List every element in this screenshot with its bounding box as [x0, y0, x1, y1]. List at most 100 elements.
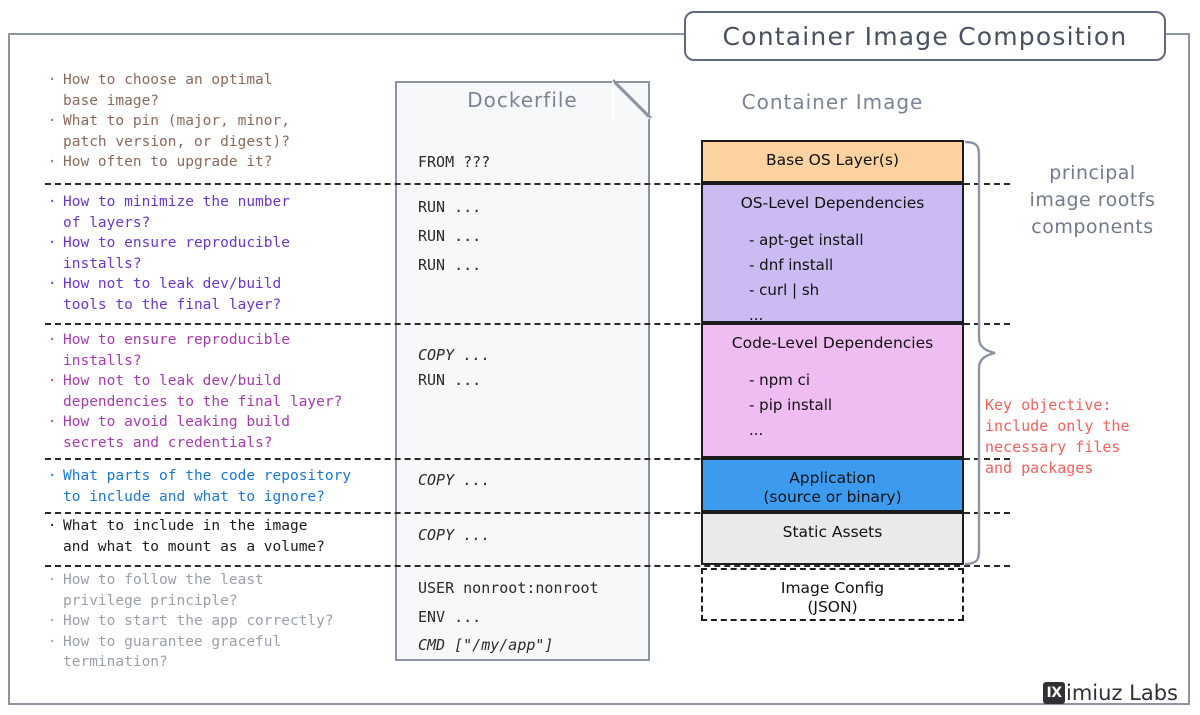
layer-subtitle: (source or binary) — [763, 488, 902, 506]
container-image-label: Container Image — [741, 90, 924, 114]
question-text: How to avoid leaking build secrets and c… — [63, 414, 290, 451]
dockerfile-label: Dockerfile — [467, 88, 578, 112]
separator-line-4 — [45, 565, 1010, 567]
rootfs-annotation-l1: principal — [1049, 162, 1136, 184]
bullet-icon: · — [48, 518, 57, 534]
separator-line-3 — [45, 512, 1010, 514]
question-item: · How to ensure reproducible installs? — [48, 330, 400, 371]
layer-item: - apt-get install — [749, 231, 864, 249]
question-item: · How to avoid leaking build secrets and … — [48, 412, 400, 453]
question-text: How to minimize the number of layers? — [63, 194, 290, 231]
bullet-icon: · — [48, 633, 57, 650]
question-text: How not to leak dev/build tools to the f… — [63, 276, 282, 313]
question-group-1: · How to minimize the number of layers? · H… — [48, 192, 400, 315]
key-objective-annotation: Key objective: include only the necessar… — [985, 396, 1130, 477]
bullet-icon: · — [48, 414, 57, 430]
question-group-4: · What to include in the image and what t… — [48, 516, 400, 557]
layer-item: - dnf install — [749, 256, 834, 274]
question-item: · What to include in the image and what t… — [48, 516, 400, 557]
dockerfile-line: RUN ... — [418, 227, 482, 245]
question-item: · How to follow the least privilege princ… — [48, 570, 400, 611]
question-group-5: · How to follow the least privilege princ… — [48, 570, 400, 673]
question-text: How to follow the least privilege princi… — [63, 572, 264, 609]
layer-title: Base OS Layer(s) — [765, 151, 900, 169]
bullet-icon: · — [48, 276, 57, 292]
logo-mark: IX — [1043, 682, 1066, 704]
question-text: How to choose an optimal base image? — [63, 72, 273, 109]
question-item: · How not to leak dev/build dependencies … — [48, 371, 400, 412]
bullet-icon: · — [48, 613, 57, 629]
question-text: How to start the app correctly? — [63, 613, 334, 629]
layer-title: Code-Level Dependencies — [731, 334, 934, 352]
question-group-0: · How to choose an optimal base image? · Wh… — [48, 70, 400, 173]
bullet-icon: · — [48, 332, 57, 348]
dockerfile-line: FROM ??? — [418, 153, 491, 171]
question-item: · How often to upgrade it? — [48, 152, 400, 173]
question-item: · How to start the app correctly? — [48, 611, 400, 632]
bullet-icon: · — [48, 194, 57, 210]
diagram-title-box: Container Image Composition — [684, 11, 1166, 61]
question-item: · How to choose an optimal base image? — [48, 70, 400, 111]
rootfs-annotation-l3: components — [1031, 216, 1154, 238]
question-item: · What to pin (major, minor, patch versio… — [48, 111, 400, 152]
layer-item: ... — [749, 421, 764, 439]
page-title: Container Image Composition — [722, 21, 1128, 51]
question-text: What to pin (major, minor, patch version… — [63, 113, 290, 150]
layer-subtitle: (JSON) — [807, 598, 858, 616]
question-text: How often to upgrade it? — [63, 154, 273, 170]
bullet-icon: · — [48, 468, 57, 484]
dockerfile-line: COPY ... — [418, 526, 491, 544]
question-text: How to guarantee graceful termination? — [63, 633, 282, 671]
question-item: · How to minimize the number of layers? — [48, 192, 400, 233]
question-item: · How to ensure reproducible installs? — [48, 233, 400, 274]
question-text: What to include in the image and what to… — [63, 518, 325, 555]
image-layer-0: Base OS Layer(s) — [701, 140, 964, 183]
logo-text: imiuz Labs — [1066, 681, 1178, 705]
dockerfile-line: RUN ... — [418, 371, 482, 389]
question-text: How not to leak dev/build dependencies t… — [63, 373, 343, 410]
bullet-icon: · — [48, 72, 57, 88]
image-layer-1: OS-Level Dependencies - apt-get install - … — [701, 183, 964, 324]
image-layer-3: Application(source or binary) — [701, 458, 964, 512]
layer-title: Static Assets — [782, 523, 883, 541]
layer-item: ... — [749, 306, 764, 324]
dockerfile-line: ENV ... — [418, 608, 482, 626]
layer-title: OS-Level Dependencies — [740, 194, 925, 212]
separator-line-2 — [45, 458, 1010, 460]
bullet-icon: · — [48, 235, 57, 251]
question-group-3: · What parts of the code repository to in… — [48, 466, 400, 507]
bullet-icon: · — [48, 373, 57, 389]
dockerfile-panel — [395, 81, 650, 661]
question-item: · How to guarantee graceful termination? — [48, 632, 400, 673]
diagram-frame — [8, 33, 1190, 705]
dockerfile-line: RUN ... — [418, 198, 482, 216]
question-text: How to ensure reproducible installs? — [63, 235, 290, 272]
separator-line-1 — [45, 323, 1010, 325]
layer-item-list: - apt-get install - dnf install - curl | s… — [749, 228, 962, 328]
rootfs-annotation: principal image rootfs components — [1000, 160, 1185, 241]
dockerfile-line: USER nonroot:nonroot — [418, 579, 599, 597]
dockerfile-line: RUN ... — [418, 256, 482, 274]
question-item: · How not to leak dev/build tools to the … — [48, 274, 400, 315]
question-text: What parts of the code repository to inc… — [63, 468, 352, 505]
question-group-2: · How to ensure reproducible installs? · Ho… — [48, 330, 400, 453]
brand-logo: IX imiuz Labs — [1043, 681, 1178, 705]
image-layer-5: Image Config(JSON) — [701, 568, 964, 621]
rootfs-brace-icon — [964, 140, 996, 566]
layer-item: - pip install — [749, 396, 833, 414]
image-layer-4: Static Assets — [701, 512, 964, 565]
image-layer-2: Code-Level Dependencies - npm ci- pip ins… — [701, 323, 964, 458]
layer-title: Image Config — [780, 579, 885, 597]
question-item: · What parts of the code repository to in… — [48, 466, 400, 507]
separator-line-0 — [45, 183, 1010, 185]
layer-item-list: - npm ci- pip install... — [749, 368, 962, 443]
bullet-icon: · — [48, 154, 57, 170]
dockerfile-line: COPY ... — [418, 471, 491, 489]
question-text: How to ensure reproducible installs? — [63, 332, 290, 369]
rootfs-annotation-l2: image rootfs — [1029, 189, 1156, 211]
bullet-icon: · — [48, 113, 57, 129]
dockerfile-line: CMD ["/my/app"] — [418, 636, 554, 654]
layer-title: Application — [789, 469, 876, 487]
layer-item: - curl | sh — [749, 281, 820, 299]
bullet-icon: · — [48, 572, 57, 588]
